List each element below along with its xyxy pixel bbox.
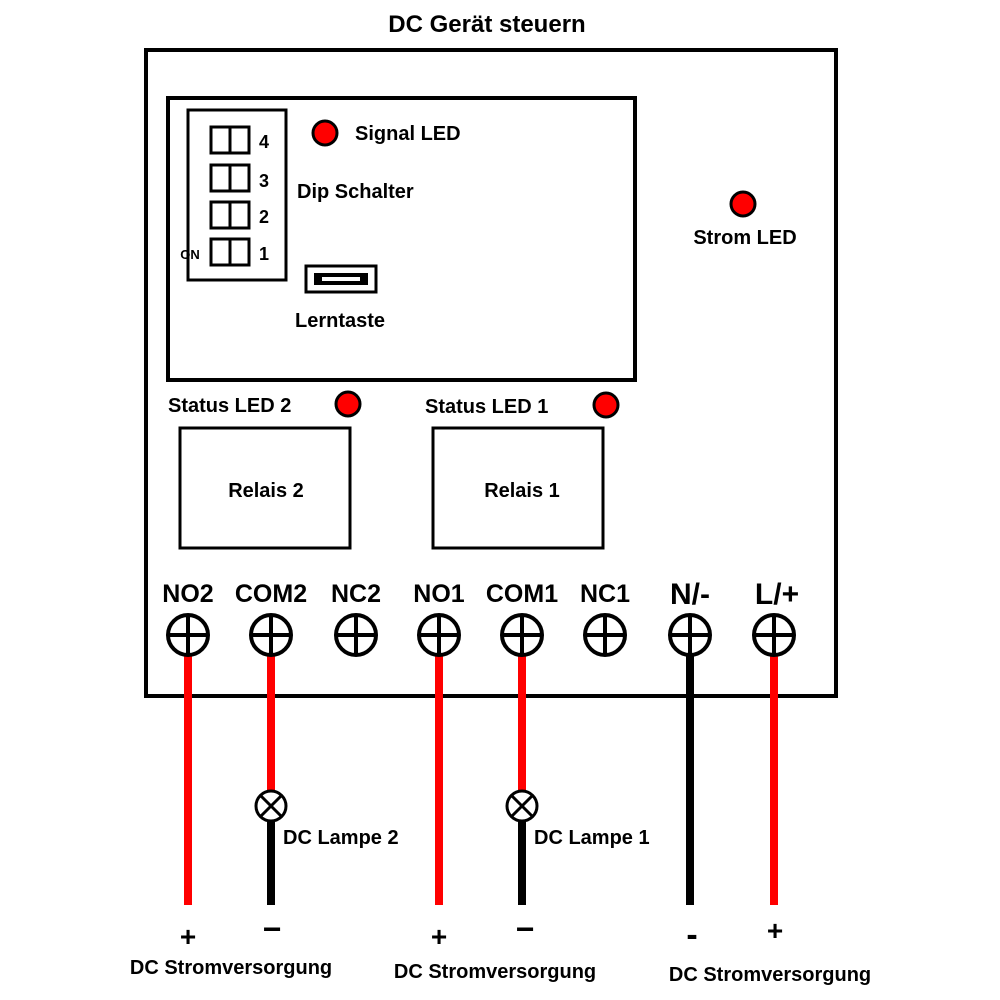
dip-number-1: 1	[259, 244, 269, 264]
dip-number-4: 4	[259, 132, 269, 152]
dip-number-3: 3	[259, 171, 269, 191]
terminal-com1	[500, 613, 544, 657]
dip-on-label: ON	[180, 247, 200, 262]
polarity-minus-3: -	[686, 916, 697, 954]
dip-switch-3	[209, 163, 251, 193]
terminal-label-nc2: NC2	[331, 580, 381, 608]
dip-number-2: 2	[259, 207, 269, 227]
status-led-1	[592, 391, 620, 419]
lamp-2-icon	[254, 789, 288, 823]
terminal-nc1	[583, 613, 627, 657]
learn-button	[304, 264, 378, 294]
status-led-1-label: Status LED 1	[425, 396, 548, 418]
terminal-label-n: N/-	[670, 578, 710, 611]
terminal-n	[668, 613, 712, 657]
polarity-minus-2: −	[516, 911, 535, 947]
polarity-plus-2: +	[431, 921, 447, 952]
dip-switch-4	[209, 125, 251, 155]
signal-led	[311, 119, 339, 147]
terminal-label-com1: COM1	[486, 580, 558, 608]
dip-switch-label: Dip Schalter	[297, 181, 414, 203]
power-led-label: Strom LED	[693, 227, 796, 249]
terminal-no1	[417, 613, 461, 657]
learn-button-label: Lerntaste	[295, 310, 385, 332]
terminal-label-no1: NO1	[413, 580, 465, 608]
terminal-nc2	[334, 613, 378, 657]
dip-switch-2	[209, 200, 251, 230]
diagram-title: DC Gerät steuern	[388, 11, 585, 38]
polarity-minus-1: −	[263, 911, 282, 947]
lamp-1-label: DC Lampe 1	[534, 827, 650, 849]
relay-2-label: Relais 2	[228, 480, 304, 502]
terminal-label-l: L/+	[755, 578, 799, 611]
terminal-l	[752, 613, 796, 657]
terminal-label-no2: NO2	[162, 580, 213, 608]
polarity-plus-1: +	[180, 921, 196, 952]
status-led-2-label: Status LED 2	[168, 395, 291, 417]
polarity-plus-3: +	[767, 915, 783, 946]
terminal-com2	[249, 613, 293, 657]
supply-label-3: DC Stromversorgung	[669, 964, 871, 986]
power-led	[729, 190, 757, 218]
relay-1-label: Relais 1	[484, 480, 560, 502]
terminal-label-com2: COM2	[235, 580, 307, 608]
signal-led-label: Signal LED	[355, 123, 461, 145]
status-led-2	[334, 390, 362, 418]
supply-label-1: DC Stromversorgung	[130, 957, 332, 979]
lamp-1-icon	[505, 789, 539, 823]
relay-1	[431, 426, 605, 550]
terminal-label-nc1: NC1	[580, 580, 630, 608]
terminal-no2	[166, 613, 210, 657]
relay-2	[178, 426, 352, 550]
lamp-2-label: DC Lampe 2	[283, 827, 399, 849]
supply-label-2: DC Stromversorgung	[394, 961, 596, 983]
dip-switch-1	[209, 237, 251, 267]
